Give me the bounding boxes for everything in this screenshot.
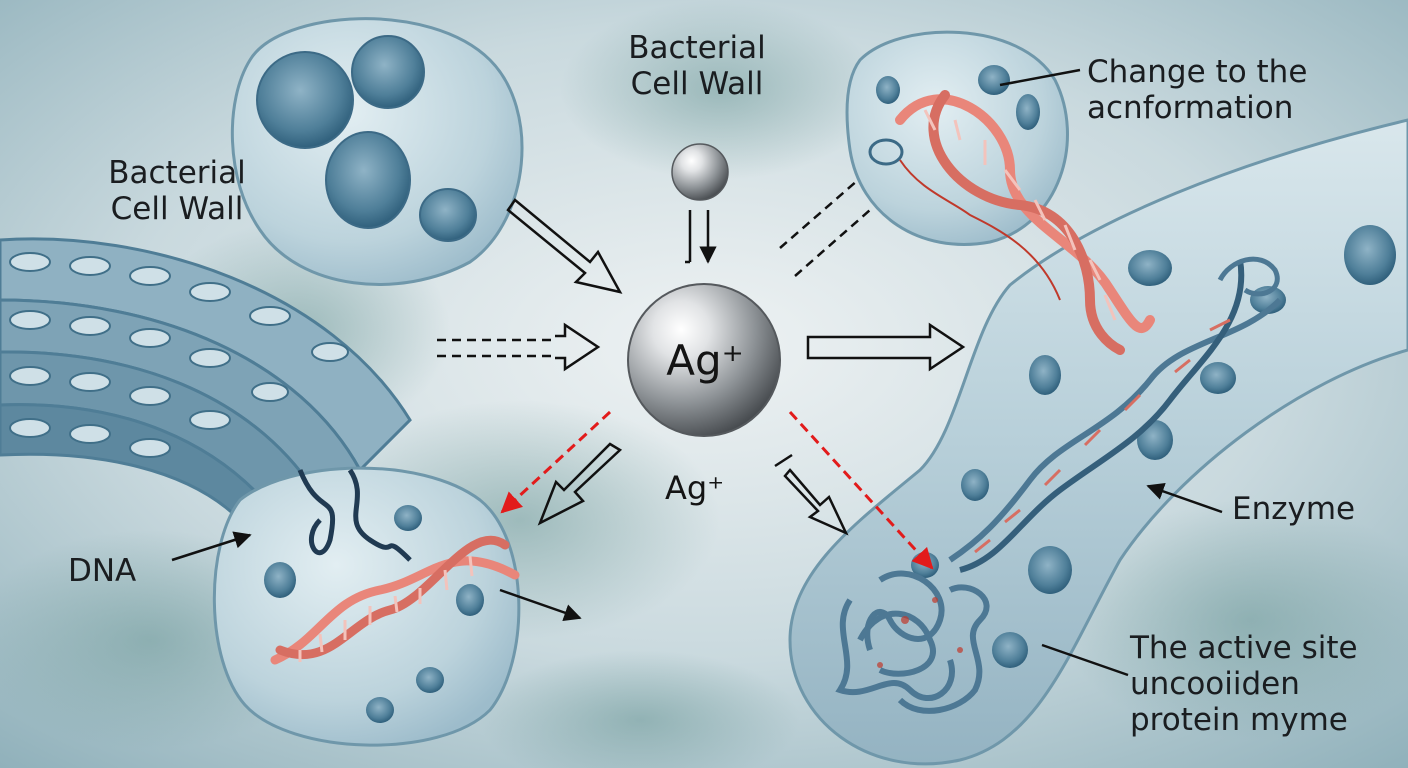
label-conformation-change: Change to the acnformation xyxy=(1087,54,1307,126)
vacuole xyxy=(366,697,394,723)
vacuole xyxy=(1028,546,1072,594)
vacuole xyxy=(961,469,989,501)
vacuole xyxy=(264,562,296,598)
vacuole xyxy=(456,584,484,616)
vacuole xyxy=(1200,362,1236,394)
ion-center-label: Ag⁺ xyxy=(640,338,770,384)
vacuole xyxy=(394,505,422,531)
label-enzyme: Enzyme xyxy=(1232,491,1355,527)
label-bacterial-cell-wall-left: Bacterial Cell Wall xyxy=(92,155,262,227)
vacuole xyxy=(1344,225,1396,285)
bacterial-cell-bottom-left xyxy=(214,468,519,745)
bacterial-cell-top xyxy=(232,19,522,285)
vacuole xyxy=(1016,94,1040,130)
label-dna: DNA xyxy=(68,553,136,589)
vacuole xyxy=(420,189,476,241)
label-bacterial-cell-wall-top: Bacterial Cell Wall xyxy=(612,30,782,102)
vacuole xyxy=(1128,250,1172,286)
vacuole xyxy=(257,52,353,148)
vacuole xyxy=(978,65,1010,95)
vacuole xyxy=(1029,355,1061,395)
vacuole xyxy=(416,667,444,693)
vacuole xyxy=(326,132,410,228)
vacuole xyxy=(352,36,424,108)
ion-below-label: Ag⁺ xyxy=(665,470,724,506)
label-active-site: The active site uncooiiden protein myme xyxy=(1130,630,1358,738)
silver-ion-small xyxy=(672,144,728,200)
vacuole xyxy=(876,76,900,104)
vacuole xyxy=(992,632,1028,668)
